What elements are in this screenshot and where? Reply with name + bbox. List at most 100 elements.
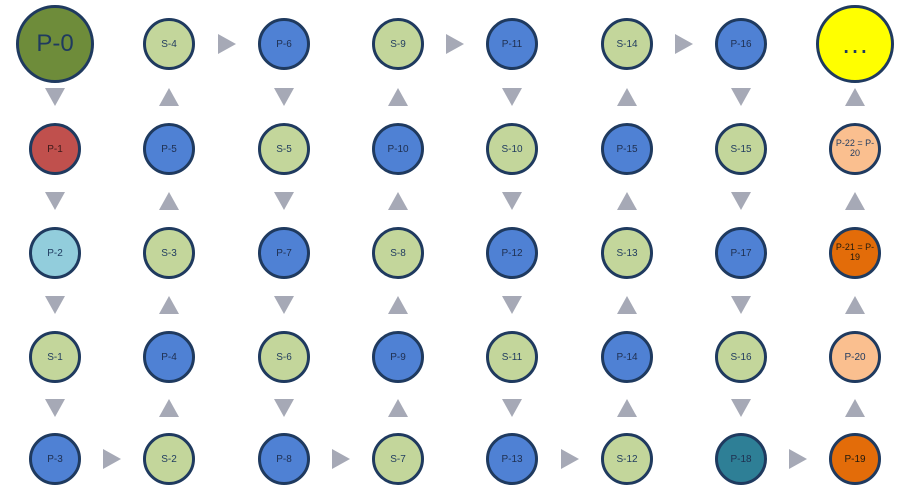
node-label: S-3 (161, 247, 177, 259)
node-label: S-14 (616, 38, 638, 50)
node-s-2: S-2 (143, 433, 195, 485)
node-label: S-13 (616, 247, 638, 259)
node-label: P-1 (47, 143, 63, 155)
arrow-up-icon (617, 192, 637, 210)
node-ellipsis: … (816, 5, 894, 83)
node-s-5: S-5 (258, 123, 310, 175)
node-label: S-9 (390, 38, 406, 50)
arrow-right-icon (560, 449, 579, 469)
node-label: P-8 (276, 453, 292, 465)
node-label: P-5 (161, 143, 177, 155)
node-p-17: P-17 (715, 227, 767, 279)
node-label: S-11 (501, 351, 523, 363)
arrow-down-icon (274, 192, 294, 210)
node-s-15: S-15 (715, 123, 767, 175)
node-label: P-3 (47, 453, 63, 465)
arrow-down-icon (731, 87, 751, 106)
node-p-4: P-4 (143, 331, 195, 383)
node-p-18: P-18 (715, 433, 767, 485)
node-p-3: P-3 (29, 433, 81, 485)
arrow-down-icon (502, 192, 522, 210)
arrow-right-icon (789, 449, 807, 469)
node-p-1: P-1 (29, 123, 81, 175)
arrow-down-icon (45, 399, 65, 417)
node-p-15: P-15 (601, 123, 653, 175)
arrow-up-icon (388, 192, 408, 210)
node-p-16: P-16 (715, 18, 767, 70)
node-label: S-6 (276, 351, 292, 363)
node-label: S-2 (161, 453, 177, 465)
arrow-down-icon (45, 87, 65, 106)
node-p-2: P-2 (29, 227, 81, 279)
node-label: S-7 (390, 453, 406, 465)
node-label: P-15 (616, 143, 638, 155)
arrow-up-icon (159, 399, 179, 417)
node-p-22-p-20: P-22 = P-20 (829, 123, 881, 175)
arrow-up-icon (159, 87, 179, 106)
node-s-11: S-11 (486, 331, 538, 383)
arrow-right-icon (332, 449, 350, 469)
node-p-6: P-6 (258, 18, 310, 70)
node-p-13: P-13 (486, 433, 538, 485)
arrow-down-icon (502, 399, 522, 417)
node-label: P-10 (387, 143, 409, 155)
node-p-5: P-5 (143, 123, 195, 175)
arrow-down-icon (731, 192, 751, 210)
arrow-up-icon (159, 296, 179, 314)
arrow-up-icon (845, 296, 865, 314)
node-label: P-22 = P-20 (835, 138, 875, 158)
arrow-up-icon (617, 399, 637, 417)
node-p-7: P-7 (258, 227, 310, 279)
arrow-up-icon (159, 192, 179, 210)
node-label: S-12 (616, 453, 638, 465)
node-label: P-4 (161, 351, 177, 363)
node-label: P-18 (730, 453, 752, 465)
arrow-down-icon (274, 399, 294, 417)
node-label: … (841, 27, 869, 59)
node-label: P-2 (47, 247, 63, 259)
arrow-up-icon (845, 399, 865, 417)
arrow-down-icon (274, 87, 294, 106)
node-p-8: P-8 (258, 433, 310, 485)
arrow-down-icon (502, 296, 522, 314)
node-s-14: S-14 (601, 18, 653, 70)
node-s-8: S-8 (372, 227, 424, 279)
node-label: P-12 (501, 247, 523, 259)
arrow-up-icon (617, 296, 637, 314)
node-label: P-19 (844, 453, 866, 465)
node-label: P-13 (501, 453, 523, 465)
arrow-down-icon (502, 87, 522, 106)
node-label: S-4 (161, 38, 177, 50)
node-p-10: P-10 (372, 123, 424, 175)
node-label: P-16 (730, 38, 752, 50)
arrow-down-icon (731, 399, 751, 417)
node-p-20: P-20 (829, 331, 881, 383)
node-label: S-8 (390, 247, 406, 259)
node-s-12: S-12 (601, 433, 653, 485)
node-label: P-17 (730, 247, 752, 259)
node-s-1: S-1 (29, 331, 81, 383)
arrow-up-icon (388, 399, 408, 417)
arrow-up-icon (388, 87, 408, 106)
arrow-down-icon (274, 296, 294, 314)
node-s-13: S-13 (601, 227, 653, 279)
arrow-down-icon (45, 296, 65, 314)
node-p-14: P-14 (601, 331, 653, 383)
arrow-up-icon (388, 296, 408, 314)
node-s-6: S-6 (258, 331, 310, 383)
arrow-down-icon (45, 192, 65, 210)
node-label: S-5 (276, 143, 292, 155)
node-label: S-16 (730, 351, 752, 363)
arrow-right-icon (103, 449, 121, 469)
node-label: S-15 (730, 143, 752, 155)
node-label: P-6 (276, 38, 292, 50)
arrow-up-icon (845, 192, 865, 210)
arrow-right-icon (217, 34, 236, 54)
node-label: P-14 (616, 351, 638, 363)
node-label: P-9 (390, 351, 406, 363)
node-s-7: S-7 (372, 433, 424, 485)
arrow-right-icon (446, 34, 464, 54)
arrow-up-icon (845, 87, 865, 106)
node-label: S-10 (501, 143, 523, 155)
arrow-right-icon (675, 34, 693, 54)
